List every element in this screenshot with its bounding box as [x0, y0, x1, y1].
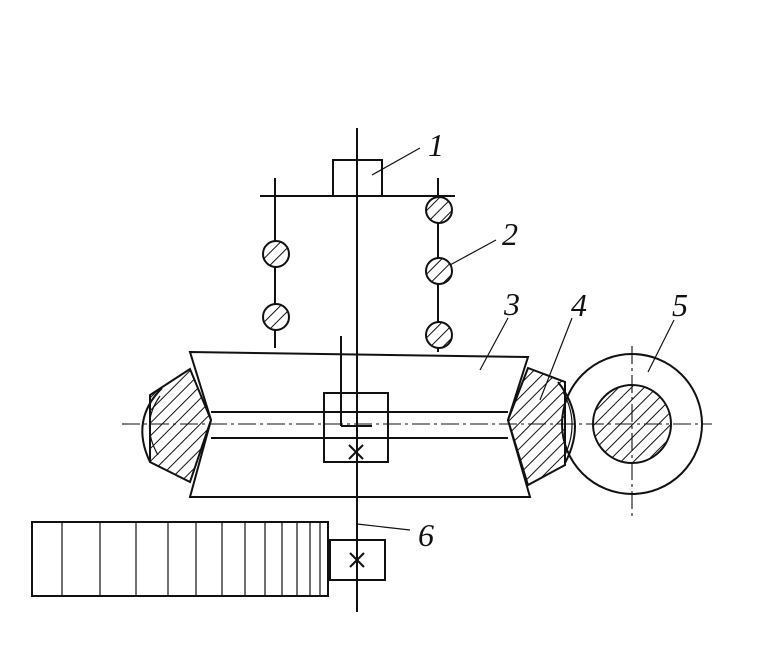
callout-4: 4: [571, 287, 587, 323]
leader-1: [371, 147, 421, 176]
motor-body: [31, 521, 329, 597]
ball-right-3: [425, 321, 453, 349]
left-cap-inner: [148, 395, 161, 456]
leader-2: [449, 239, 497, 266]
balls: [262, 196, 453, 349]
right-wedge: [506, 366, 566, 487]
callout-5: 5: [672, 287, 688, 323]
leader-5: [647, 319, 675, 373]
callout-3: 3: [503, 286, 520, 322]
left-wedge: [149, 367, 213, 484]
ball-right-1: [425, 196, 453, 224]
callout-6: 6: [418, 517, 434, 553]
ball-left-upper: [262, 240, 290, 268]
callout-2: 2: [502, 216, 518, 252]
leader-3: [479, 317, 509, 371]
center-cross-mark: [348, 444, 364, 460]
callout-1: 1: [428, 127, 444, 163]
leader-6: [356, 523, 411, 531]
right-cap-inner: [562, 391, 573, 456]
ball-right-2: [425, 257, 453, 285]
left-cap-outer: [141, 387, 163, 463]
ball-left-lower: [262, 303, 290, 331]
leader-4: [539, 317, 573, 401]
bottom-cross-mark: [349, 552, 365, 568]
